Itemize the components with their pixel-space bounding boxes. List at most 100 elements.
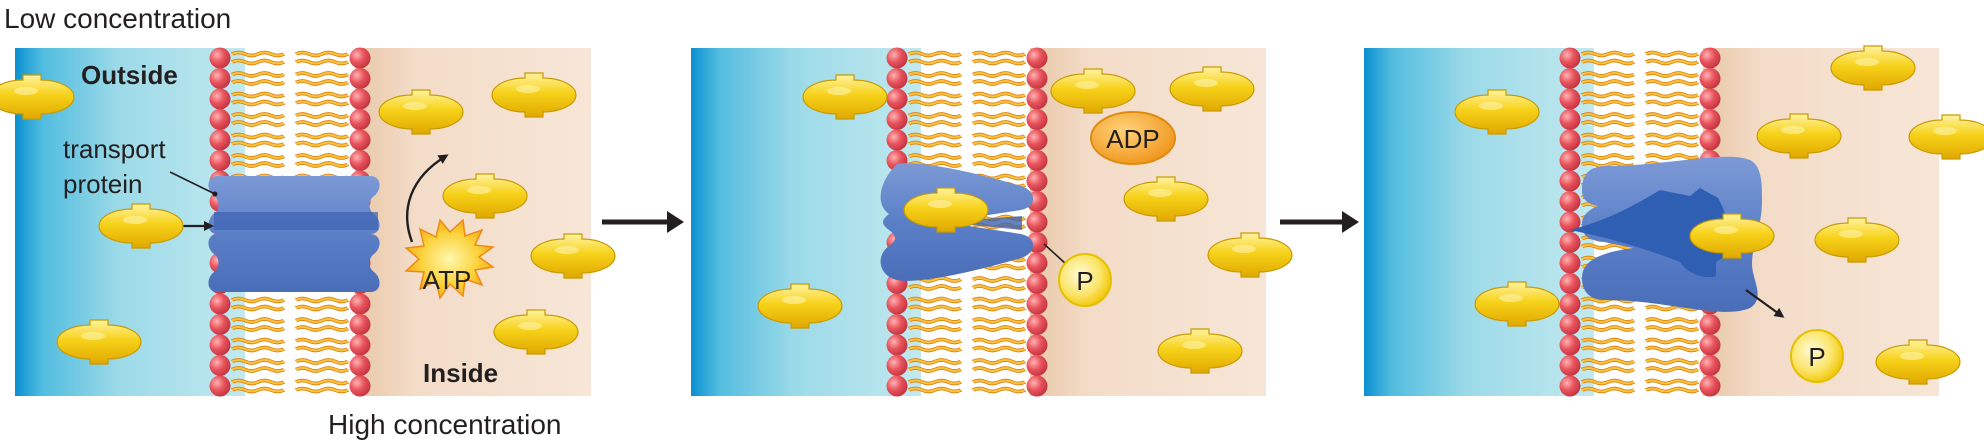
lipid-tail [296,381,348,384]
lipid-tail [296,389,348,392]
phosphate-bond-line [1043,243,1067,265]
lipid-tail [296,360,348,363]
lipid-tail [1646,155,1698,158]
phospholipid-head [1699,47,1721,69]
phospholipid-head [1026,129,1048,151]
phospholipid-head [1026,375,1048,397]
phospholipid-head [1026,47,1048,69]
phospholipid-head [1559,293,1581,315]
phospholipid-head [1026,109,1048,130]
phospholipid-head [349,314,371,335]
phospholipid-head [349,150,371,171]
phospholipid-head [886,129,908,151]
lipid-tail [973,381,1025,384]
phospholipid-head [1559,191,1581,212]
lipid-tail [1646,135,1698,138]
lipid-tail [1646,327,1698,330]
transport-protein-label-line1: transport [63,134,166,164]
phospholipid-head [1026,334,1048,356]
lipid-tail [296,299,348,302]
leader-dot [212,191,218,197]
low-concentration-label: Low concentration [4,3,231,34]
phospholipid-head [1026,211,1048,233]
phospholipid-head [209,375,231,397]
lipid-tail [1646,53,1698,56]
lipid-tail [1646,143,1698,146]
lipid-tail [1646,114,1698,117]
phospholipid-head [886,88,908,110]
phospholipid-head [349,109,371,130]
phospholipid-head [1559,47,1581,69]
phospholipid-head [349,375,371,397]
lipid-tail [296,135,348,138]
adp-label: ADP [1106,124,1159,154]
transport-protein-open-inside [1570,156,1762,312]
transport-protein-open-outside [208,176,380,292]
lipid-tail [296,327,348,330]
phospholipid-head [209,334,231,356]
phospholipid-head [886,314,908,335]
phospholipid-head [209,129,231,151]
phospholipid-head [1026,252,1048,274]
lipid-tail [973,278,1025,281]
lipid-tail [1646,122,1698,125]
phospholipid-head [1026,273,1048,294]
phospholipid-head [1559,314,1581,335]
phospholipid-head [1559,375,1581,397]
phospholipid-head [1559,334,1581,356]
outside-label: Outside [81,60,178,90]
lipid-tail [973,286,1025,289]
lipid-tail [1646,61,1698,64]
lipid-tail [1646,381,1698,384]
phospholipid-head [1699,109,1721,130]
phospholipid-head [886,293,908,315]
phosphate-released: P [1790,329,1844,383]
phosphate-release-arrow [1745,289,1785,318]
lipid-tail [1646,368,1698,371]
phospholipid-head [349,47,371,69]
lipid-tail [296,155,348,158]
lipid-tail [296,61,348,64]
phospholipid-head [1699,88,1721,110]
phospholipid-head [886,334,908,356]
lipid-tail [973,340,1025,343]
phospholipid-head [349,355,371,376]
phospholipid-head [209,88,231,110]
phosphate-label: P [1808,342,1825,372]
lipid-tail [973,114,1025,117]
phospholipid-head [1559,109,1581,130]
transport-protein-label-line2: protein [63,169,143,199]
phospholipid-head [1026,293,1048,315]
phospholipid-head [209,150,231,171]
lipid-tail [296,319,348,322]
phospholipid-head [209,293,231,315]
lipid-tail [973,299,1025,302]
phospholipid-head [209,355,231,376]
phospholipid-head [1559,211,1581,233]
phospholipid-head [349,68,371,89]
lipid-tail [296,81,348,84]
phospholipid-head [209,68,231,89]
lipid-tail [1646,102,1698,105]
phospholipid-head [1026,170,1048,192]
lipid-tail [1646,319,1698,322]
phospholipid-head [209,109,231,130]
transport-protein-binding [880,163,1034,281]
phospholipid-head [1559,273,1581,294]
phospholipid-head [1026,314,1048,335]
phospholipid-head [1559,150,1581,171]
high-concentration-label: High concentration [328,409,561,440]
lipid-tail [973,61,1025,64]
cell-membrane [1559,47,1721,397]
phospholipid-head [1026,68,1048,89]
phospholipid-head [886,47,908,69]
phospholipid-head [886,355,908,376]
phospholipid-head [886,375,908,397]
lipid-tail [973,307,1025,310]
phospholipid-head [1699,129,1721,151]
phospholipid-head [1559,68,1581,89]
phospholipid-head [1026,88,1048,110]
phospholipid-head [1559,170,1581,192]
lipid-tail [296,348,348,351]
